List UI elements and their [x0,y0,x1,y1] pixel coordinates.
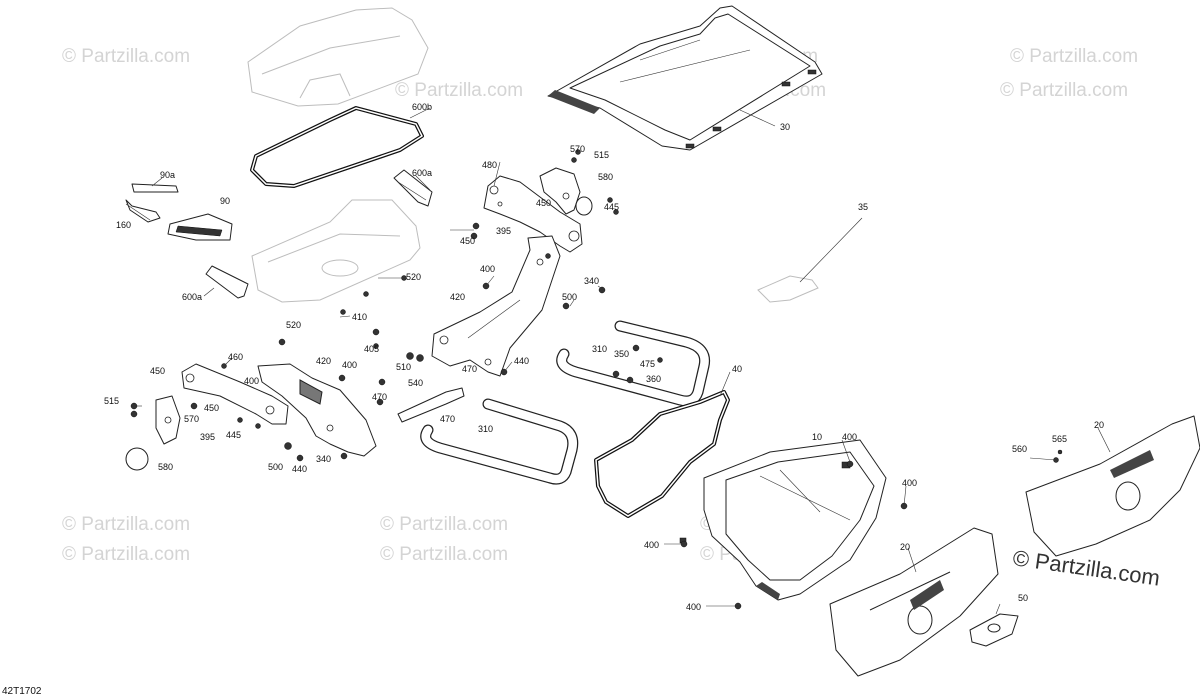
callout-400: 400 [244,376,259,386]
diagram-id: 42T1702 [2,686,42,697]
part-20-panel-lower [829,527,999,677]
callout-310: 310 [478,424,493,434]
watermark-corner: © Partzilla.com [1011,545,1161,590]
part-600a-strip-upper [393,169,433,207]
part-580-cap-upper [575,196,593,216]
callout-340: 340 [316,454,331,464]
callout-565: 565 [1052,434,1067,444]
callout-480: 480 [482,160,497,170]
callout-500: 500 [562,292,577,302]
callout-445: 445 [604,202,619,212]
part-600b-gasket [250,106,424,188]
callout-400: 400 [842,432,857,442]
callout-labels: 10 20 20 30 35 40 50 90 90a 160 310 310 … [104,102,1104,612]
callout-50: 50 [1018,593,1028,603]
callout-515: 515 [594,150,609,160]
callout-360: 360 [646,374,661,384]
callout-400: 400 [342,360,357,370]
callout-440: 440 [514,356,529,366]
callout-560: 560 [1012,444,1027,454]
part-600a-strip-lower [205,265,249,299]
callout-570: 570 [570,144,585,154]
callout-450: 450 [536,198,551,208]
watermark-layer: © Partzilla.com © Partzilla.com © Partzi… [62,46,1162,591]
part-580-cap-lower [125,447,149,471]
part-20-panel-upper [1025,415,1200,557]
part-420-upright [431,235,561,377]
callout-470: 470 [440,414,455,424]
callout-400: 400 [686,602,701,612]
callout-400: 400 [480,264,495,274]
callout-450: 450 [204,403,219,413]
callout-400: 400 [644,540,659,550]
part-30-floor-tray [547,5,823,151]
callout-340: 340 [584,276,599,286]
callout-20: 20 [900,542,910,552]
callout-35: 35 [858,202,868,212]
callout-30: 30 [780,122,790,132]
part-50-cover [969,613,1019,647]
watermark: © Partzilla.com [1010,46,1138,67]
part-storage-lid [247,7,429,107]
callout-395: 395 [496,226,511,236]
callout-90: 90 [220,196,230,206]
callout-10: 10 [812,432,822,442]
part-40-seal [594,390,730,518]
watermark: © Partzilla.com [1000,80,1128,101]
part-storage-bin [251,199,421,303]
part-10-cargo-box [679,439,887,601]
callout-20: 20 [1094,420,1104,430]
part-420-upright-left [257,363,377,457]
callout-395: 395 [200,432,215,442]
part-90-tool-kit [125,183,233,241]
callout-470: 470 [462,364,477,374]
callout-580: 580 [158,462,173,472]
callout-510: 510 [396,362,411,372]
leader-lines [125,107,1111,615]
part-570-bracket-upper [539,167,581,215]
callout-475: 475 [640,359,655,369]
callout-440: 440 [292,464,307,474]
callout-520: 520 [406,272,421,282]
callout-600a: 600a [412,168,432,178]
callout-420: 420 [450,292,465,302]
callout-540: 540 [408,378,423,388]
callout-410: 410 [352,312,367,322]
watermark: © Partzilla.com [62,514,190,535]
callout-450: 450 [460,236,475,246]
part-570-bracket-lower [155,395,181,445]
callout-400: 400 [902,478,917,488]
callout-500: 500 [268,462,283,472]
part-540-bar [397,387,465,423]
callout-420: 420 [316,356,331,366]
part-460-side-rail [181,363,289,425]
callout-160: 160 [116,220,131,230]
part-35-bracket [757,217,863,303]
callout-600a: 600a [182,292,202,302]
callout-600b: 600b [412,102,432,112]
callout-515: 515 [104,396,119,406]
callout-460: 460 [228,352,243,362]
callout-450: 450 [150,366,165,376]
part-480-crossmember [483,175,583,253]
callout-90a: 90a [160,170,175,180]
callout-445: 445 [226,430,241,440]
watermark: © Partzilla.com [380,514,508,535]
callout-520: 520 [286,320,301,330]
part-310-frame-right [556,320,711,407]
watermark: © Partzilla.com [380,544,508,565]
callout-580: 580 [598,172,613,182]
callout-470: 470 [372,392,387,402]
part-310-frame-left [420,398,579,485]
callout-570: 570 [184,414,199,424]
callout-405: 405 [364,344,379,354]
watermark: © Partzilla.com [62,46,190,67]
callout-350: 350 [614,349,629,359]
callout-40: 40 [732,364,742,374]
callout-310: 310 [592,344,607,354]
watermark: © Partzilla.com [395,80,523,101]
watermark: © Partzilla.com [62,544,190,565]
